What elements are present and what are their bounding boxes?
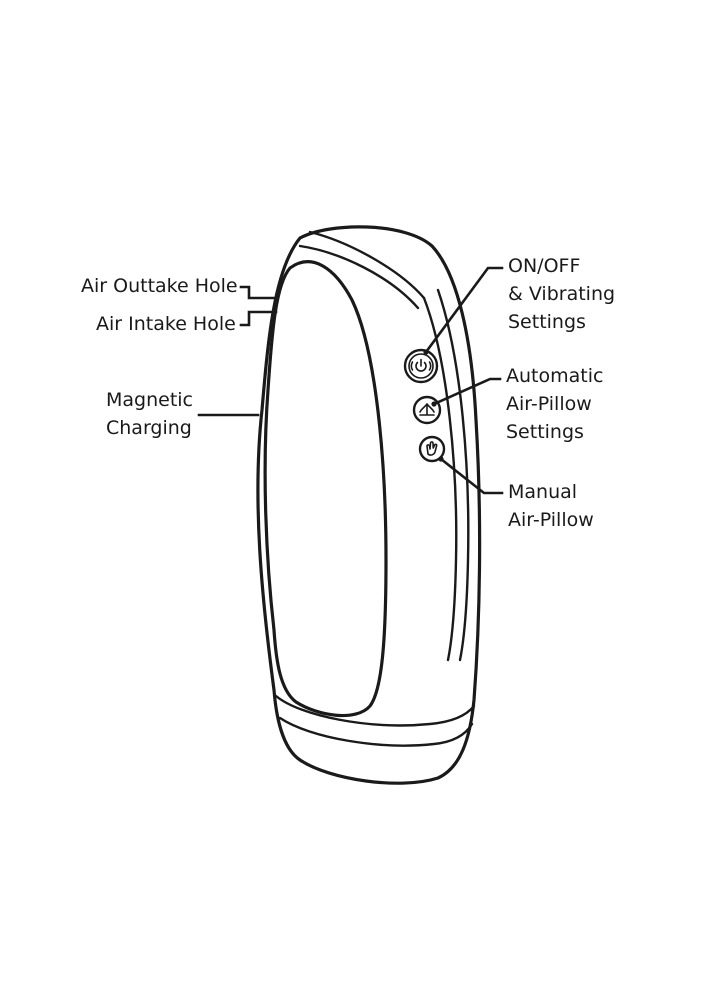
- device-bottom-band-bottom: [278, 716, 474, 747]
- device-body: [256, 225, 482, 785]
- power-vibration-icon: [410, 358, 432, 372]
- label-automatic-air-pillow-settings: Automatic Air-Pillow Settings: [506, 362, 603, 446]
- label-line: Manual: [508, 481, 578, 503]
- leader-lines: [197, 266, 504, 495]
- device-side-line-2: [436, 288, 470, 662]
- device-inner-panel: [263, 260, 388, 718]
- air-pillow-icon: [419, 403, 435, 416]
- label-line: Charging: [106, 417, 192, 439]
- automatic-air-pillow-button[interactable]: [412, 395, 442, 425]
- label-line: Automatic: [506, 365, 604, 387]
- label-on-off-vibrating-settings: ON/OFF & Vibrating Settings: [508, 252, 615, 336]
- label-line: Settings: [508, 311, 586, 333]
- label-line: ON/OFF: [508, 255, 581, 277]
- label-line: Settings: [506, 421, 584, 443]
- label-line: Magnetic: [106, 389, 194, 411]
- label-air-outtake-hole: Air Outtake Hole: [81, 275, 238, 297]
- device-side-line-1: [422, 296, 458, 662]
- on-off-vibration-button[interactable]: [403, 348, 439, 384]
- leader-automatic-air-pillow: [432, 377, 502, 406]
- leader-automatic-dot: [431, 401, 437, 407]
- leader-on-off-dot: [423, 349, 429, 355]
- label-magnetic-charging: Magnetic Charging: [106, 386, 193, 442]
- device-outer-shell: [256, 225, 482, 785]
- device-bottom-band-top: [274, 694, 476, 727]
- button-inner-ring: [408, 353, 434, 379]
- leader-manual-air-pillow: [439, 457, 504, 495]
- hand-icon: [426, 441, 438, 456]
- label-line: Air-Pillow: [508, 509, 594, 531]
- leader-manual-dot: [438, 456, 444, 462]
- button-outer-ring: [418, 435, 446, 463]
- manual-air-pillow-button[interactable]: [418, 435, 446, 463]
- device-top-lip: [308, 230, 426, 300]
- label-air-intake-hole: Air Intake Hole: [96, 313, 236, 335]
- label-manual-air-pillow: Manual Air-Pillow: [508, 478, 594, 534]
- leader-air-outtake: [239, 285, 278, 300]
- label-line: & Vibrating: [508, 283, 616, 305]
- device-top-lip-inner: [298, 244, 420, 310]
- label-line: Air-Pillow: [506, 393, 592, 415]
- leader-air-intake: [239, 310, 278, 327]
- leader-on-off: [424, 266, 504, 354]
